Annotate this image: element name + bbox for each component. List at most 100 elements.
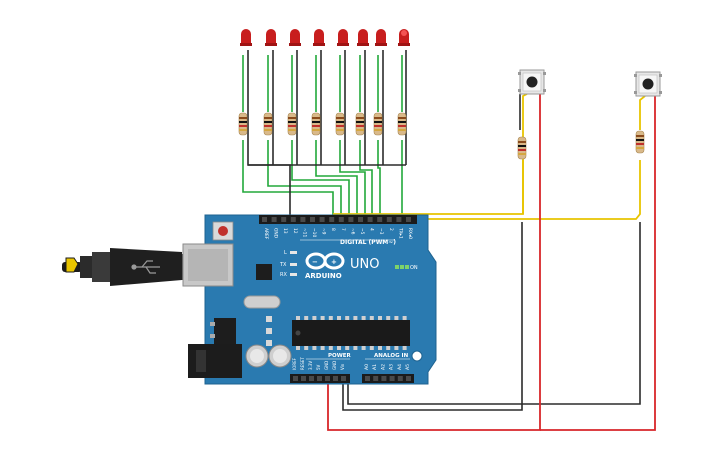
analog-pin-hole[interactable] bbox=[373, 376, 379, 381]
on-label: ON bbox=[410, 265, 418, 271]
power-pin-hole[interactable] bbox=[317, 376, 322, 381]
analog-pin-label: A5 bbox=[405, 364, 411, 370]
digital-pin-hole[interactable] bbox=[281, 217, 287, 222]
digital-pin-hole[interactable] bbox=[396, 217, 402, 222]
voltage-regulator bbox=[214, 318, 236, 344]
analog-pin-label: A1 bbox=[372, 364, 378, 370]
analog-pin-hole[interactable] bbox=[397, 376, 403, 381]
digital-pin-hole[interactable] bbox=[377, 217, 383, 222]
digital-pin-label: AREF bbox=[263, 228, 269, 240]
resistor-6[interactable] bbox=[355, 112, 365, 136]
analog-pin-label: A0 bbox=[364, 364, 370, 370]
digital-pin-hole[interactable] bbox=[338, 217, 344, 222]
power-jack bbox=[188, 344, 242, 378]
resistor-8[interactable] bbox=[397, 112, 407, 136]
digital-pin-hole[interactable] bbox=[358, 217, 363, 222]
digital-label: DIGITAL (PWM~) bbox=[340, 239, 396, 246]
black-ground-wires[interactable] bbox=[247, 50, 641, 411]
green-wires[interactable] bbox=[242, 55, 403, 216]
analog-pin-label: A3 bbox=[389, 364, 395, 370]
analog-pin-hole[interactable] bbox=[406, 376, 411, 381]
digital-pin-hole[interactable] bbox=[367, 217, 373, 222]
power-pin-label: GND bbox=[332, 361, 337, 370]
digital-pin-label: 8 bbox=[330, 228, 336, 231]
digital-pin-hole[interactable] bbox=[290, 217, 296, 222]
resistor-3[interactable] bbox=[287, 112, 297, 136]
digital-pin-label: ~10 bbox=[311, 228, 317, 237]
digital-pin-hole[interactable] bbox=[300, 217, 306, 222]
red-led-6[interactable] bbox=[357, 29, 369, 46]
digital-header[interactable] bbox=[259, 215, 417, 224]
digital-pin-label: RX◂0 bbox=[407, 228, 413, 239]
digital-pin-hole[interactable] bbox=[386, 217, 392, 222]
digital-pin-hole[interactable] bbox=[319, 217, 325, 222]
power-pin-label: 5V bbox=[316, 364, 321, 370]
digital-pin-hole[interactable] bbox=[406, 217, 411, 222]
analog-pin-hole[interactable] bbox=[365, 376, 370, 381]
digital-pin-label: ~9 bbox=[321, 228, 327, 235]
usb-chip bbox=[256, 264, 272, 280]
power-pin-hole[interactable] bbox=[341, 376, 346, 381]
power-header[interactable] bbox=[290, 374, 350, 383]
power-pin-label: RESET bbox=[300, 357, 305, 370]
power-pin-hole[interactable] bbox=[309, 376, 314, 381]
analog-pin-label: A4 bbox=[397, 364, 403, 370]
power-pin-label: IOREF bbox=[292, 357, 297, 370]
usb-symbol-icon bbox=[131, 260, 160, 274]
led-row bbox=[240, 29, 410, 46]
digital-pin-hole[interactable] bbox=[329, 217, 335, 222]
resistor-2[interactable] bbox=[263, 112, 273, 136]
power-pin-hole[interactable] bbox=[301, 376, 306, 381]
digital-pin-label: 7 bbox=[340, 228, 346, 231]
push-button-1[interactable] bbox=[518, 69, 546, 95]
power-pin-hole[interactable] bbox=[293, 376, 298, 381]
usb-cable[interactable] bbox=[62, 248, 196, 286]
tx-label: TX bbox=[279, 262, 287, 268]
resistor-4[interactable] bbox=[311, 112, 321, 136]
red-led-1[interactable] bbox=[240, 29, 252, 46]
infinity-icon bbox=[305, 252, 345, 270]
power-pin-hole[interactable] bbox=[325, 376, 330, 381]
digital-pin-label: 12 bbox=[292, 228, 298, 234]
red-led-5[interactable] bbox=[337, 29, 349, 46]
red-led-4[interactable] bbox=[313, 29, 325, 46]
red-led-2[interactable] bbox=[265, 29, 277, 46]
brand-label: ARDUINO bbox=[305, 272, 342, 280]
digital-pin-hole[interactable] bbox=[271, 217, 277, 222]
red-led-8[interactable] bbox=[398, 29, 410, 46]
digital-pin-hole[interactable] bbox=[348, 217, 354, 222]
analog-pin-hole[interactable] bbox=[389, 376, 395, 381]
digital-pin-hole[interactable] bbox=[262, 217, 267, 222]
red-power-wires[interactable] bbox=[327, 94, 656, 431]
analog-label: ANALOG IN bbox=[374, 353, 409, 359]
power-pin-label: GND bbox=[324, 361, 329, 370]
red-led-3[interactable] bbox=[289, 29, 301, 46]
resistor-7[interactable] bbox=[373, 112, 383, 136]
digital-pin-hole[interactable] bbox=[310, 217, 315, 222]
capacitor-2 bbox=[268, 344, 292, 368]
svg-text:+: + bbox=[331, 258, 337, 266]
digital-pin-label: TX▸1 bbox=[397, 227, 403, 239]
resistor-5[interactable] bbox=[335, 112, 345, 136]
arduino-logo: − + ARDUINO UNO bbox=[305, 252, 379, 280]
red-led-7[interactable] bbox=[375, 29, 387, 46]
digital-pin-label: ~3 bbox=[378, 228, 384, 235]
digital-pin-label: ~11 bbox=[301, 228, 307, 237]
power-label: POWER bbox=[328, 353, 352, 359]
reset-button[interactable] bbox=[212, 221, 234, 241]
resistor-1[interactable] bbox=[238, 112, 248, 136]
svg-text:−: − bbox=[312, 258, 318, 266]
resistor-10[interactable] bbox=[635, 130, 645, 154]
push-button-2[interactable] bbox=[634, 71, 662, 97]
atmega-chip bbox=[292, 316, 410, 350]
analog-header[interactable] bbox=[362, 374, 414, 383]
indicator-leds: L TX RX ON bbox=[279, 250, 418, 278]
resistor-9[interactable] bbox=[517, 136, 527, 160]
analog-pin-hole[interactable] bbox=[381, 376, 387, 381]
power-pin-label: 3.3V bbox=[308, 361, 313, 370]
power-pin-hole[interactable] bbox=[333, 376, 338, 381]
